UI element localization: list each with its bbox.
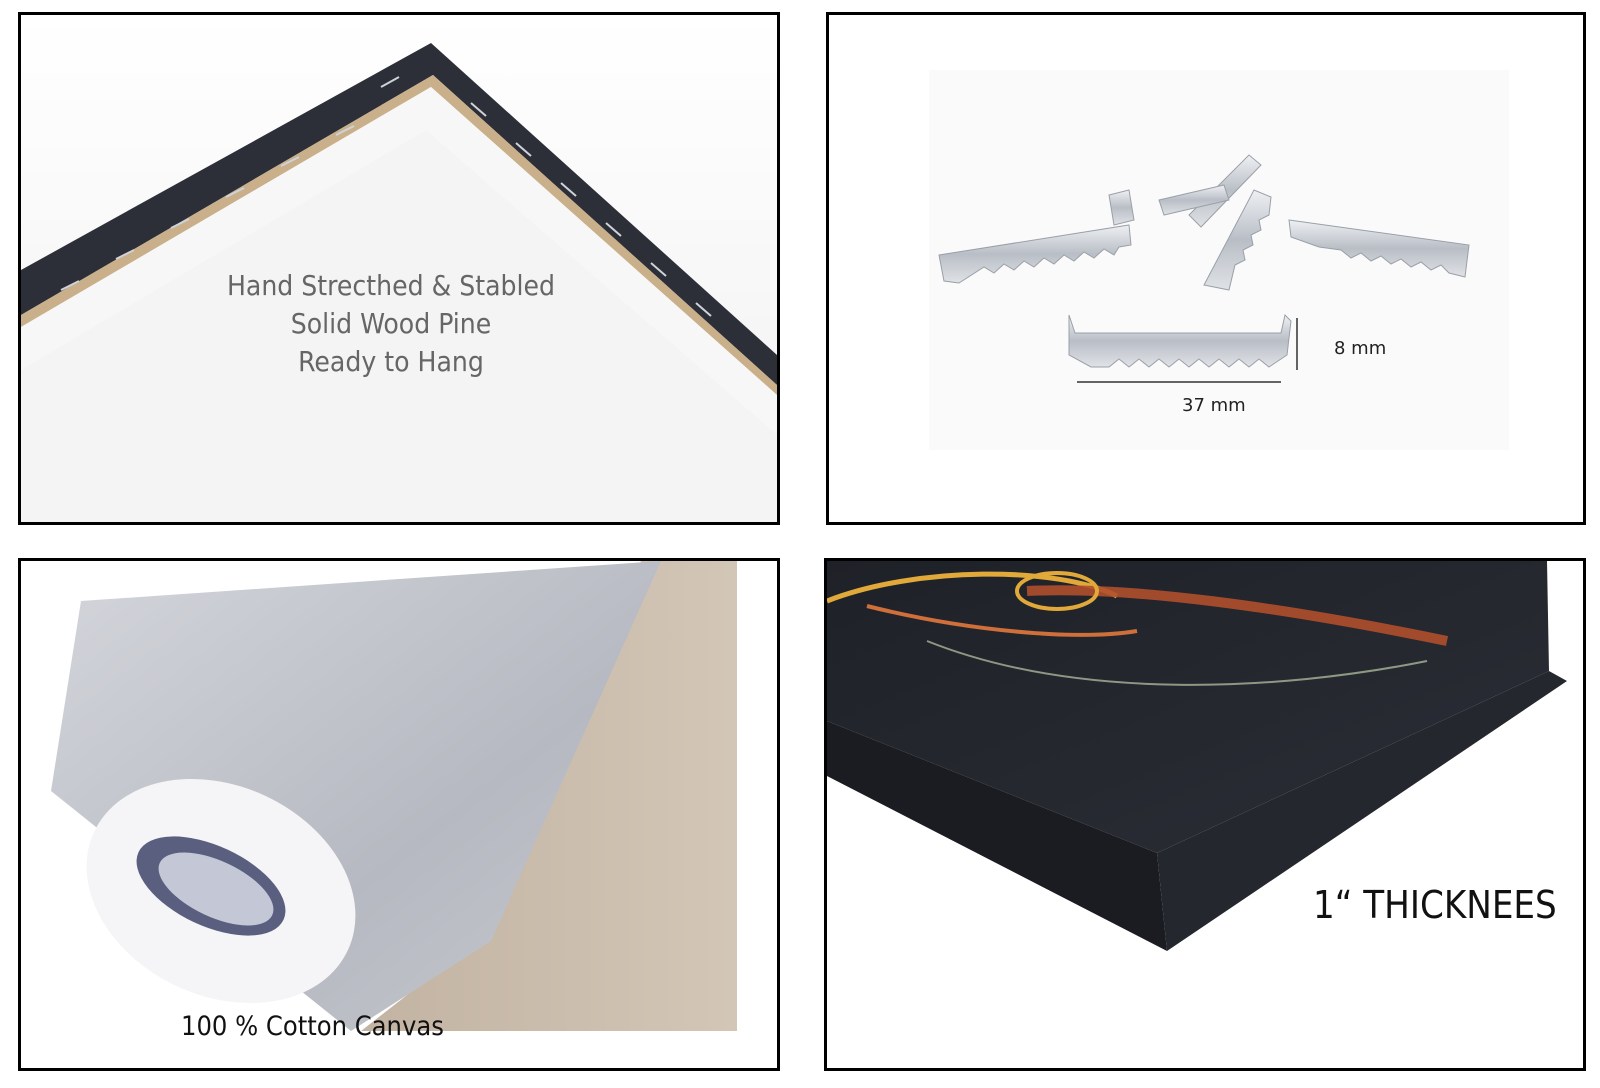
panel-canvas-roll: 100 % Cotton Canvas (18, 558, 780, 1071)
caption-line-1: Hand Strecthed & Stabled (226, 269, 556, 302)
caption-line-3: Ready to Hang (298, 345, 484, 378)
caption-line-2: Solid Wood Pine (290, 307, 492, 340)
canvas-corner-illustration (21, 15, 777, 522)
panel-canvas-thickness: 1“ THICKNEES (824, 558, 1586, 1071)
cotton-canvas-caption: 100 % Cotton Canvas (181, 1011, 444, 1042)
canvas-roll-illustration (21, 561, 777, 1068)
sawtooth-hanger-illustration (929, 70, 1509, 450)
canvas-thickness-illustration (827, 561, 1583, 1068)
height-label: 8 mm (1334, 338, 1387, 359)
thickness-caption: 1“ THICKNEES (1313, 883, 1557, 927)
stretched-caption: Hand Strecthed & Stabled Solid Wood Pine… (171, 267, 611, 381)
panel-hand-stretched: Hand Strecthed & Stabled Solid Wood Pine… (18, 12, 780, 525)
width-label: 37 mm (1182, 395, 1246, 416)
panel-sawtooth-hangers: 8 mm 37 mm (826, 12, 1586, 525)
